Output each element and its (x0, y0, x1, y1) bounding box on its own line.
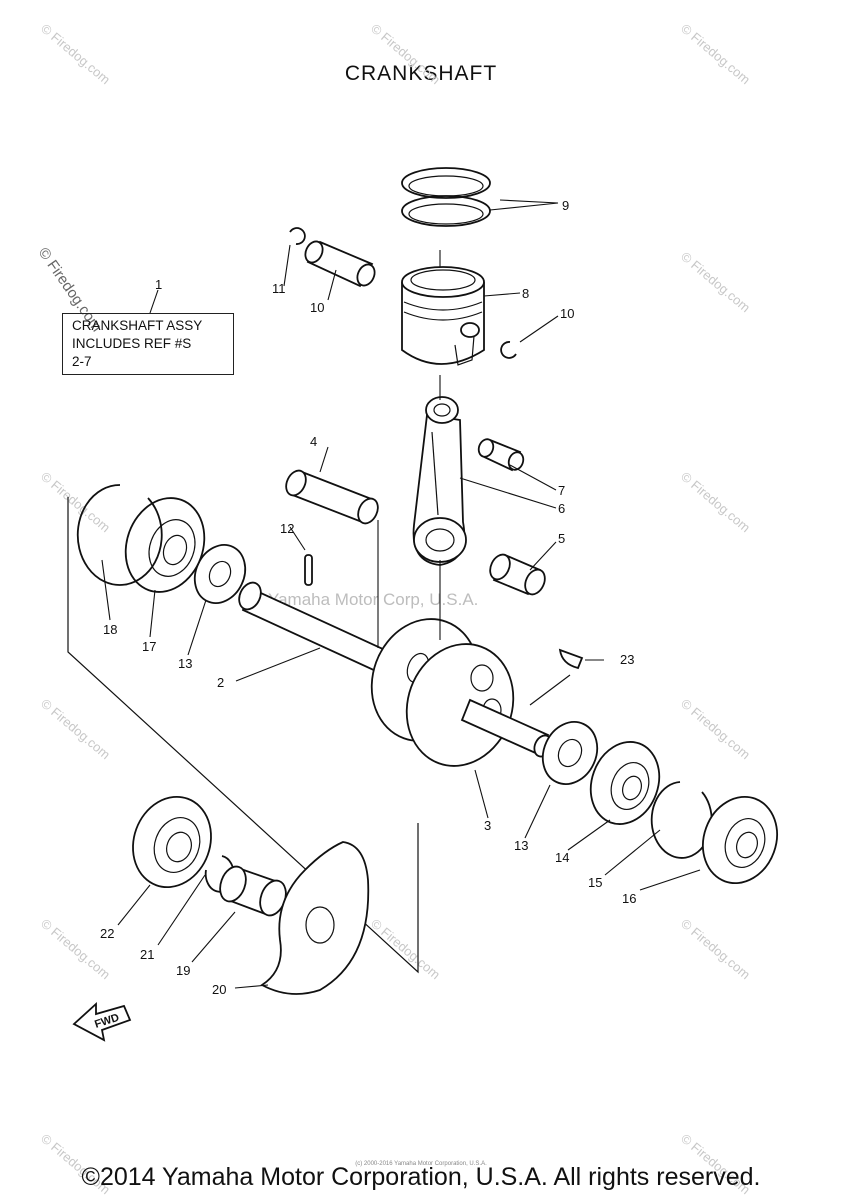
callout-15: 15 (588, 875, 602, 890)
watermark-site: © Firedog.com (38, 469, 113, 535)
note-line-1: CRANKSHAFT ASSY (72, 318, 203, 333)
callout-12: 12 (280, 521, 294, 536)
woodruff-key (558, 648, 584, 670)
connecting-rod (412, 396, 467, 566)
watermark-site: © Firedog.com (368, 916, 443, 982)
crankshaft-right (405, 643, 553, 767)
callout-11: 11 (272, 281, 286, 296)
fine-print: (c) 2000-2016 Yamaha Motor Corporation, … (355, 1161, 487, 1167)
piston-rings (401, 167, 491, 227)
callout-17: 17 (142, 639, 156, 654)
callout-13-left: 13 (178, 656, 192, 671)
watermark-center: Yamaha Motor Corp, U.S.A. (268, 590, 478, 609)
callout-18: 18 (103, 622, 117, 637)
callout-16: 16 (622, 891, 636, 906)
callout-7: 7 (558, 483, 565, 498)
callout-5: 5 (558, 531, 565, 546)
note-line-3: 2-7 (72, 354, 92, 369)
callout-1: 1 (155, 277, 162, 292)
callout-14: 14 (555, 850, 569, 865)
forward-arrow-icon: FWD (72, 1001, 132, 1042)
leader-lines (101, 199, 701, 989)
callout-9: 9 (562, 198, 569, 213)
right-oil-seal (702, 795, 778, 885)
spacer-collar (219, 865, 287, 917)
crank-plate (260, 841, 370, 995)
crank-pin (285, 469, 379, 525)
watermark-site: © Firedog.com (678, 469, 753, 535)
callout-22: 22 (100, 926, 114, 941)
circlip-left (289, 227, 306, 245)
callout-3: 3 (484, 818, 491, 833)
callout-2: 2 (217, 675, 224, 690)
watermark-site: © Firedog.com (38, 21, 113, 87)
page-title: CRANKSHAFT (344, 62, 498, 85)
assembly-note-box: CRANKSHAFT ASSY INCLUDES REF #S 2-7 (62, 313, 234, 375)
callout-6: 6 (558, 501, 565, 516)
watermark-site: © Firedog.com (678, 696, 753, 762)
piston (401, 266, 485, 366)
copyright-footer: ©2014 Yamaha Motor Corporation, U.S.A. A… (81, 1163, 761, 1191)
callout-23: 23 (620, 652, 634, 667)
oil-seal-lower (132, 795, 212, 889)
right-washer (541, 721, 599, 785)
circlip-right (500, 341, 517, 359)
watermark-site: © Firedog.com (368, 21, 443, 87)
watermark-site: © Firedog.com (38, 696, 113, 762)
crank-plate-hole (305, 906, 335, 944)
callout-4: 4 (310, 434, 317, 449)
small-end-bearing (477, 438, 525, 472)
right-bearing (589, 741, 661, 825)
watermark-site: © Firedog.com (678, 249, 753, 315)
callout-19: 19 (176, 963, 190, 978)
watermark-layer: © Firedog.com © Firedog.com © Firedog.co… (35, 21, 753, 1197)
callout-20: 20 (212, 982, 226, 997)
callout-13-right: 13 (514, 838, 528, 853)
watermark-site: © Firedog.com (678, 21, 753, 87)
group-bracket (67, 497, 419, 974)
watermark-site: © Firedog.com (678, 916, 753, 982)
callout-numbers: 1 2 3 4 5 6 7 8 9 10 10 11 12 13 13 14 1… (100, 198, 636, 997)
callout-21: 21 (140, 947, 154, 962)
callout-8: 8 (522, 286, 529, 301)
left-bearing (124, 497, 206, 593)
callout-10-right: 10 (560, 306, 574, 321)
note-line-2: INCLUDES REF #S (72, 336, 192, 351)
callout-10-left: 10 (310, 300, 324, 315)
piston-pin (304, 240, 376, 288)
big-end-bearing (489, 553, 546, 596)
dowel-pin (304, 554, 313, 586)
